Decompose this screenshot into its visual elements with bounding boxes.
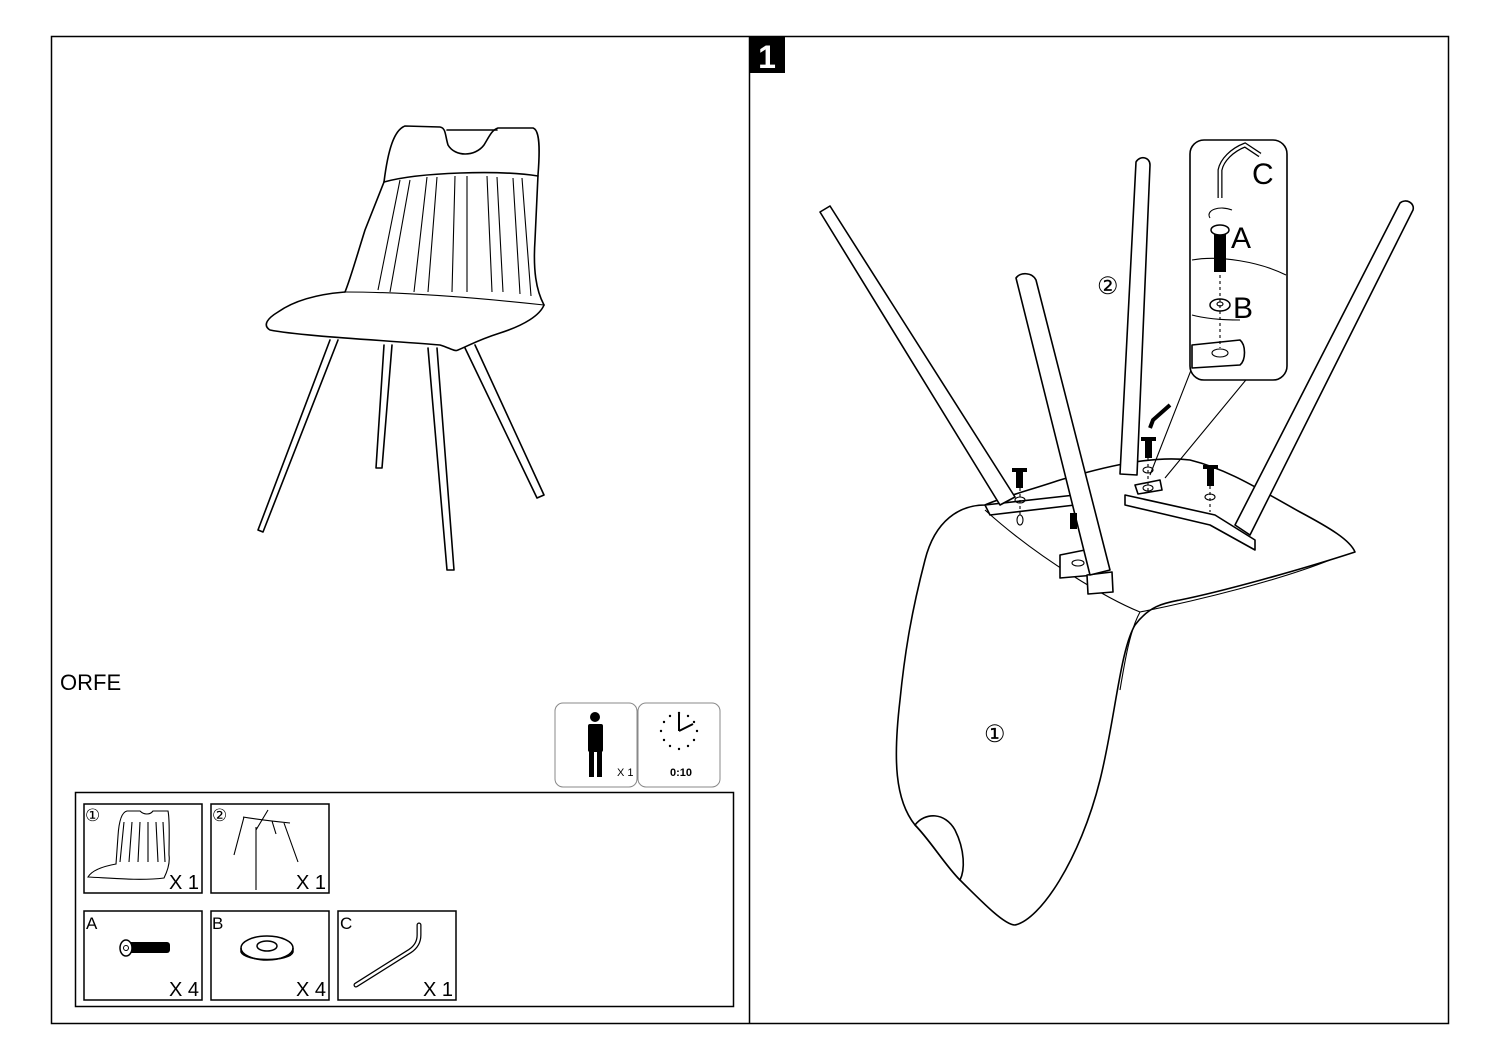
part-id: C (340, 914, 352, 933)
part-qty: X 1 (423, 979, 453, 1001)
label-legs: ② (1097, 273, 1119, 300)
persons-required-card: X 1 (554, 702, 638, 788)
label-bolt: A (1231, 222, 1251, 255)
part-id: B (212, 914, 223, 933)
washer-icon (240, 935, 294, 961)
chair-illustration (257, 125, 545, 571)
part-seat: ① X 1 (83, 803, 203, 894)
part-id: ① (85, 806, 100, 825)
part-id: ② (212, 806, 227, 825)
time-value: 0:10 (670, 767, 692, 779)
clock-icon (659, 711, 699, 751)
bolt-icon (119, 939, 170, 957)
label-key: C (1252, 158, 1274, 191)
label-washer: B (1233, 292, 1253, 325)
time-required-card: 0:10 (637, 702, 721, 788)
parts-list: ① X 1 ② X 1 A X 4 B (74, 791, 735, 1008)
rotate-arrow-icon (1208, 207, 1233, 219)
product-name: ORFE (60, 670, 121, 695)
part-bolt-a: A X 4 (83, 910, 203, 1001)
step-badge: 1 (749, 37, 785, 75)
assembly-illustration: C A B ② ① (819, 139, 1415, 926)
part-allen-key-c: C X 1 (337, 910, 457, 1001)
allen-key-icon (1148, 403, 1172, 429)
bolt-icon (1012, 437, 1218, 529)
part-qty: X 1 (296, 872, 326, 894)
part-leg-frame: ② X 1 (210, 803, 330, 894)
step-number: 1 (758, 39, 776, 75)
allen-key-icon (353, 922, 422, 988)
detail-inset: C A B (1189, 139, 1288, 381)
part-id: A (86, 914, 98, 933)
persons-qty: X 1 (617, 767, 634, 779)
person-icon (588, 712, 603, 777)
part-qty: X 4 (296, 979, 326, 1001)
part-washer-b: B X 4 (210, 910, 330, 1001)
part-qty: X 4 (169, 979, 199, 1001)
part-qty: X 1 (169, 872, 199, 894)
label-seat: ① (984, 721, 1006, 748)
